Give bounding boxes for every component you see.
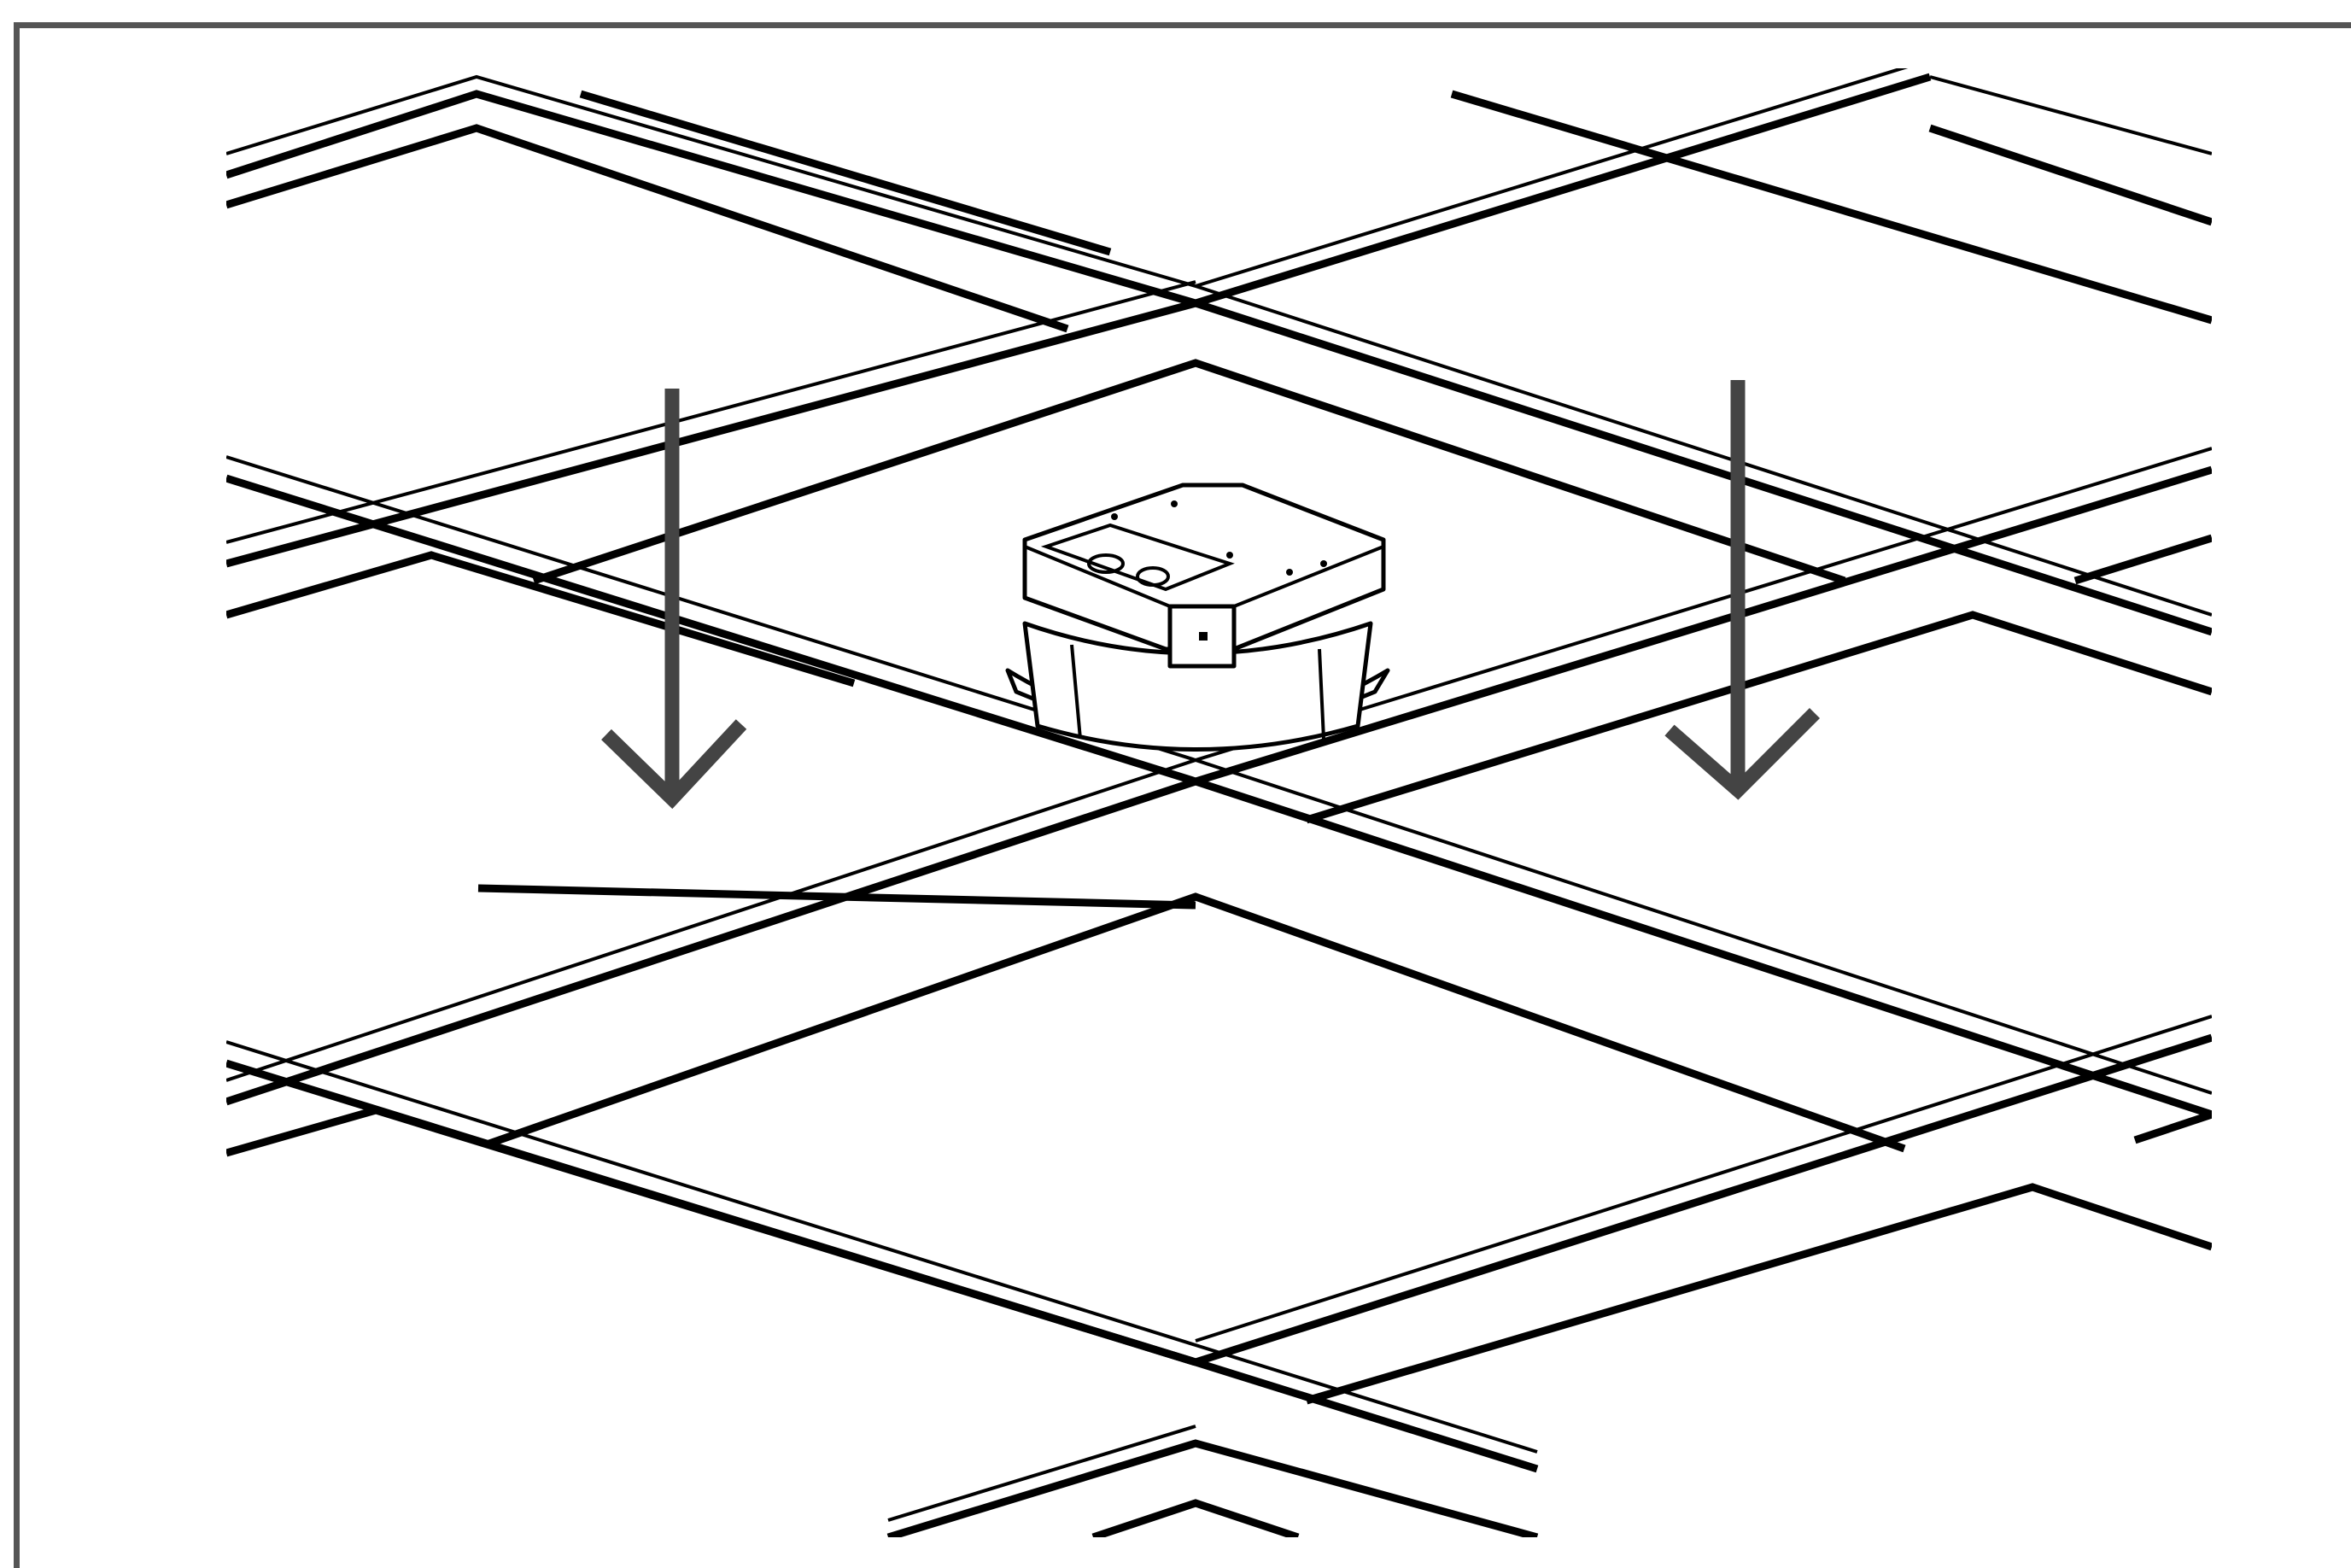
ceiling-speaker (1005, 483, 1390, 752)
grid-panel-edges (477, 359, 1846, 910)
ceiling-grid (226, 68, 2212, 1537)
down-arrow-left (601, 389, 747, 810)
grid-rails-up-right (226, 68, 2212, 1537)
figure-frame (14, 22, 2351, 1568)
down-arrow-right (1664, 380, 1821, 800)
